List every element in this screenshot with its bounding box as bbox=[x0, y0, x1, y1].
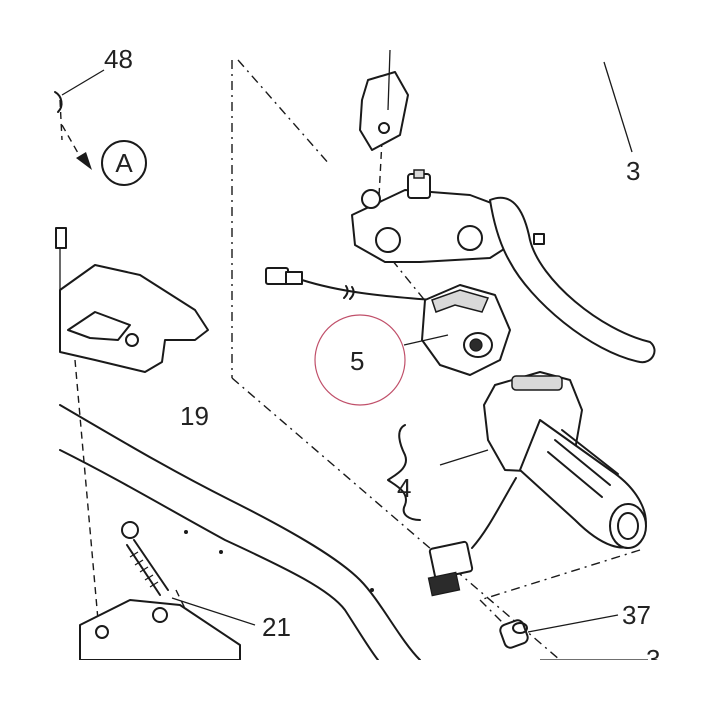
label-5: 5 bbox=[350, 346, 364, 376]
arrow-head bbox=[76, 152, 92, 170]
part-48-fragment bbox=[54, 69, 105, 113]
frame-dot bbox=[370, 588, 374, 592]
throttle-housing-top bbox=[511, 375, 563, 391]
throttle-connector-plug bbox=[427, 571, 461, 597]
bracket-body bbox=[59, 264, 209, 373]
bracket-bolt-head bbox=[55, 227, 67, 249]
part-48-curve bbox=[54, 91, 63, 113]
axis-line-left bbox=[74, 359, 99, 621]
axis-line-grip bbox=[479, 549, 641, 601]
reservoir-cap bbox=[457, 225, 483, 251]
handlebar-frame bbox=[59, 404, 421, 661]
switch-bore-center bbox=[469, 338, 483, 352]
crop-margin bbox=[0, 660, 720, 720]
brake-lever bbox=[489, 196, 656, 364]
clamp-block-hole bbox=[152, 607, 168, 623]
boundary-line-diagonal-lower bbox=[231, 377, 561, 661]
connector-plug bbox=[265, 267, 289, 285]
clamp-block-hole bbox=[95, 625, 109, 639]
bracket-slot bbox=[67, 311, 131, 341]
handlebar-edge-lower bbox=[59, 449, 379, 661]
mount-plate bbox=[359, 71, 409, 151]
highlight-circle bbox=[314, 314, 406, 406]
clamp-ring bbox=[375, 227, 401, 253]
leader-5 bbox=[403, 334, 449, 346]
spacer-body bbox=[499, 619, 529, 649]
upper-mount-plate bbox=[359, 49, 633, 153]
part-4-brace bbox=[387, 424, 421, 521]
screw-head bbox=[121, 521, 139, 539]
grip-ridges bbox=[547, 429, 619, 498]
label-19: 19 bbox=[180, 401, 209, 431]
part-5-switch-housing bbox=[403, 284, 511, 376]
leader-37 bbox=[527, 614, 619, 633]
label-3-top: 3 bbox=[626, 156, 640, 186]
switch-button-top bbox=[431, 289, 490, 313]
connector-body bbox=[285, 271, 303, 285]
part-3-master-cylinder bbox=[351, 169, 656, 364]
hose-fitting-cap bbox=[413, 169, 425, 179]
label-4: 4 bbox=[397, 473, 411, 503]
callout-A-arrow bbox=[61, 124, 147, 186]
label-A: A bbox=[115, 148, 133, 178]
label-37: 37 bbox=[622, 600, 651, 630]
mount-plate-hole bbox=[378, 122, 390, 134]
grip-end-cap bbox=[609, 503, 647, 549]
handlebar-edge-upper bbox=[59, 404, 421, 661]
wire-break-mark bbox=[343, 285, 355, 300]
spacer-end bbox=[512, 622, 528, 634]
part-21-screw bbox=[121, 521, 256, 626]
adjuster-knob bbox=[533, 233, 545, 245]
leader-48 bbox=[61, 69, 105, 96]
grip-end-bore bbox=[617, 512, 639, 540]
arrow-shaft bbox=[61, 124, 83, 161]
leader-top bbox=[387, 49, 391, 111]
switch-wiring bbox=[265, 267, 433, 301]
boundary-line-diagonal-upper bbox=[237, 59, 331, 166]
leader-3-top bbox=[603, 61, 633, 153]
frame-dot bbox=[219, 550, 223, 554]
label-21: 21 bbox=[262, 612, 291, 642]
throttle-wire bbox=[471, 477, 517, 549]
bracket-hole bbox=[125, 333, 139, 347]
label-48: 48 bbox=[104, 44, 133, 74]
frame-dot bbox=[184, 530, 188, 534]
leader-4 bbox=[439, 449, 489, 466]
part-labels: 48 A 3 19 5 4 21 37 3 bbox=[104, 44, 660, 674]
part-19-bracket bbox=[55, 227, 209, 373]
leader-21 bbox=[171, 597, 256, 626]
wire-cable bbox=[301, 279, 433, 301]
circled-letter-icon bbox=[101, 140, 147, 186]
screw-thread bbox=[129, 551, 159, 588]
lower-clamp-block bbox=[79, 599, 241, 661]
part-4-throttle-assembly bbox=[387, 371, 647, 597]
mounting-boss bbox=[361, 189, 381, 209]
